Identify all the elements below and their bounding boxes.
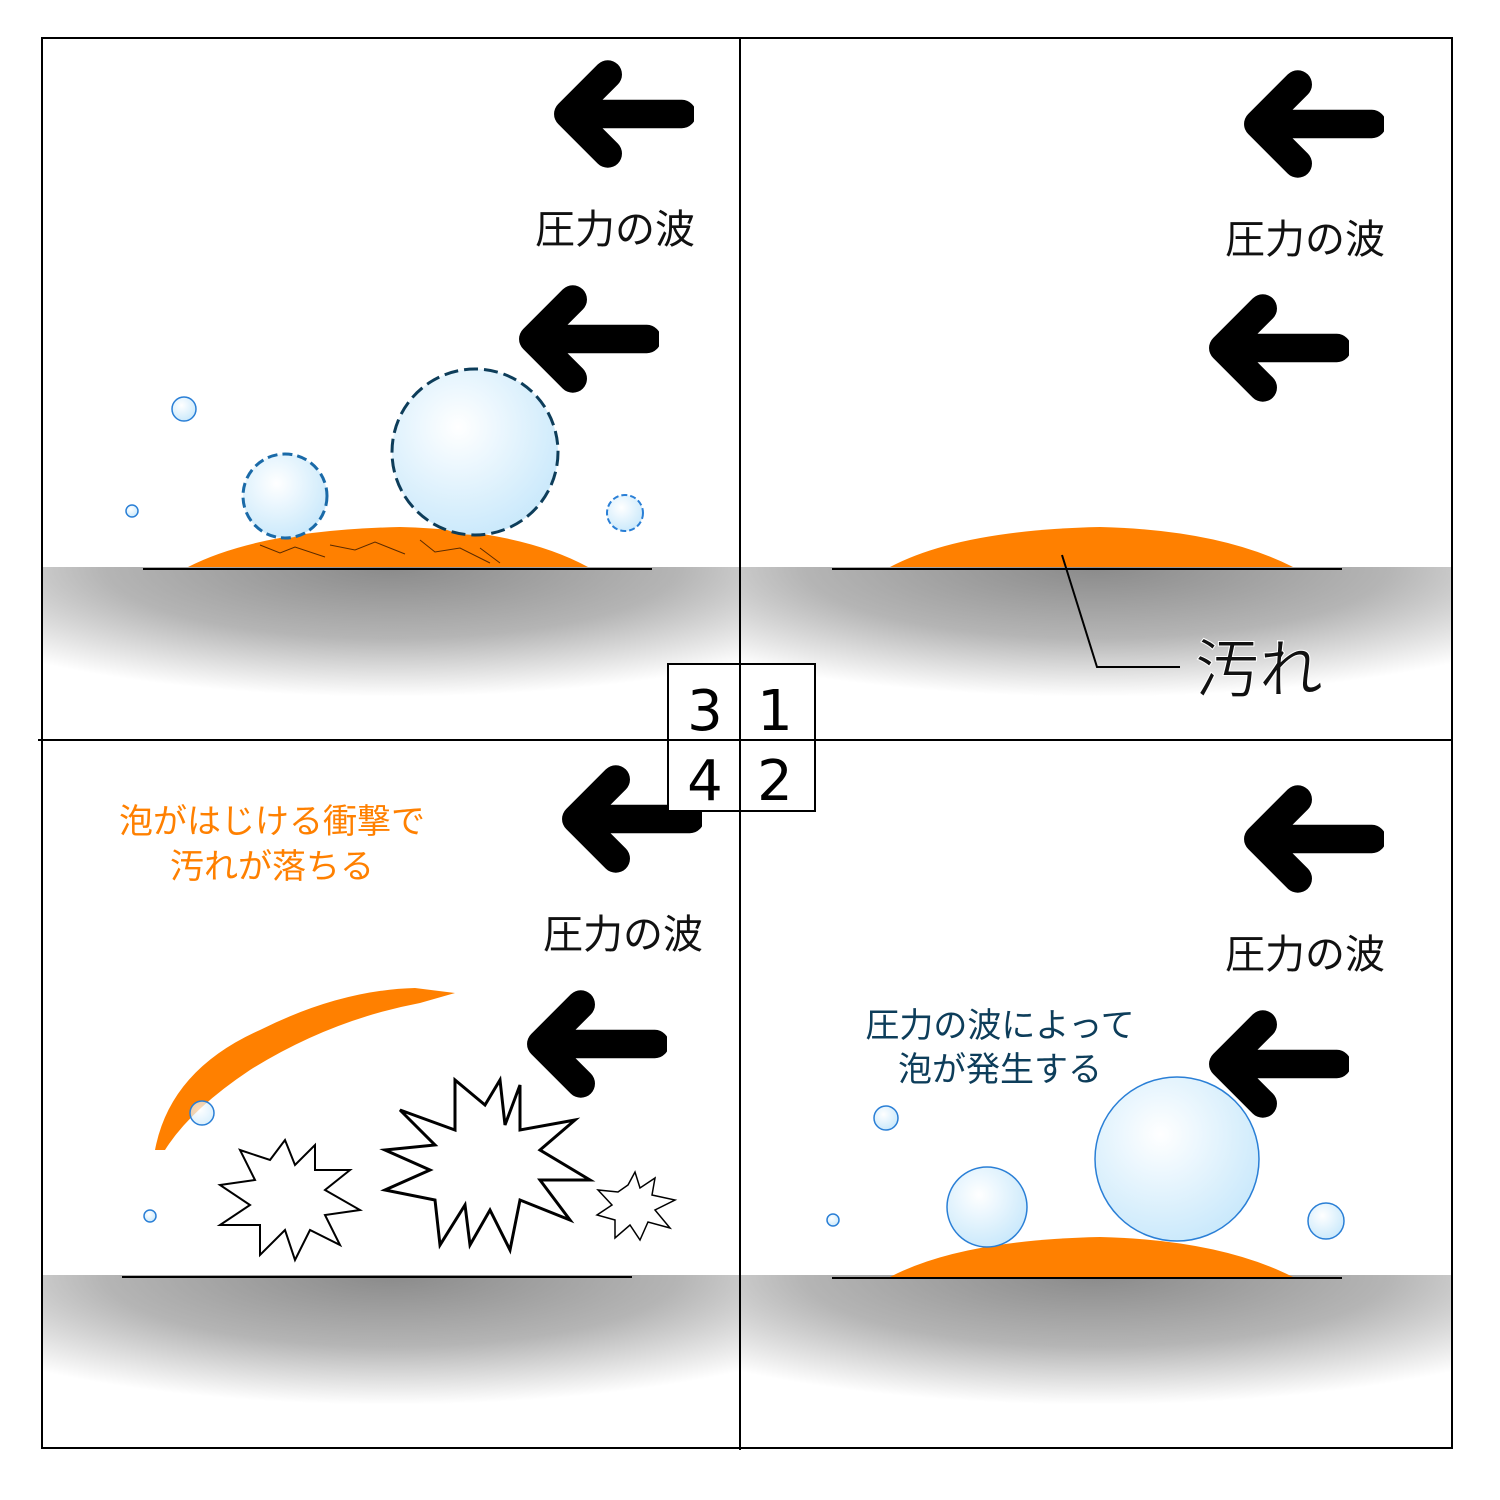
burst-icon — [595, 1170, 678, 1242]
bubble — [125, 504, 139, 518]
bubble — [143, 1209, 157, 1223]
dirt-flying-off — [155, 988, 455, 1150]
caption-line-1: 泡がはじける衝撃で — [119, 802, 425, 842]
caption-line-2: 汚れが落ちる — [170, 847, 374, 887]
panel-2: 圧力の波 圧力の波によって 泡が発生する — [826, 799, 1385, 1279]
leader-line — [1061, 554, 1180, 668]
arrow-left-icon — [1223, 1024, 1337, 1103]
arrow-left-icon — [533, 299, 647, 378]
surface-ground-3 — [42, 567, 740, 740]
caption-line-1: 圧力の波によって — [865, 1006, 1134, 1046]
arrow-left-icon — [568, 74, 682, 153]
dirt-cracks — [259, 539, 501, 564]
wave-label: 圧力の波 — [1225, 217, 1385, 263]
bubble — [171, 396, 197, 422]
panel-number-4: 4 — [687, 749, 723, 814]
panel-3: 圧力の波 — [125, 74, 695, 570]
wave-label: 圧力の波 — [543, 912, 703, 958]
wave-label: 圧力の波 — [1225, 932, 1385, 978]
frame — [41, 37, 1453, 1449]
panel-number-2: 2 — [757, 749, 793, 814]
bubble — [873, 1105, 899, 1131]
bubble — [826, 1213, 840, 1227]
surface-ground-4 — [42, 1275, 740, 1448]
burst-icon — [216, 1137, 364, 1263]
collapsing-bubble — [241, 452, 329, 540]
bubble — [189, 1100, 215, 1126]
surface-ground-2 — [740, 1275, 1452, 1448]
panel-1: 圧力の波 汚れ — [832, 84, 1385, 709]
burst-icon — [379, 1075, 596, 1255]
dirt — [890, 1237, 1293, 1277]
collapsing-bubble — [606, 494, 644, 532]
panel-number-1: 1 — [757, 679, 793, 744]
dirt-label: 汚れ — [1195, 634, 1323, 708]
caption-line-2: 泡が発生する — [898, 1050, 1102, 1090]
surface-ground-1 — [740, 567, 1452, 740]
arrow-left-icon — [541, 1004, 655, 1083]
panel-number-3: 3 — [687, 679, 723, 744]
bubble — [1307, 1202, 1345, 1240]
bubble — [946, 1166, 1028, 1248]
arrow-left-icon — [1223, 308, 1337, 387]
panel-4: 圧力の波 泡がはじける衝撃で 汚れが落ちる — [119, 779, 703, 1278]
collapsing-bubble — [390, 367, 560, 537]
bubble — [1094, 1076, 1260, 1242]
arrow-left-icon — [1258, 84, 1372, 163]
wave-label: 圧力の波 — [535, 207, 695, 253]
dirt — [890, 527, 1293, 567]
panel-order-key: 3 1 4 2 — [667, 663, 816, 814]
arrow-left-icon — [1258, 799, 1372, 878]
